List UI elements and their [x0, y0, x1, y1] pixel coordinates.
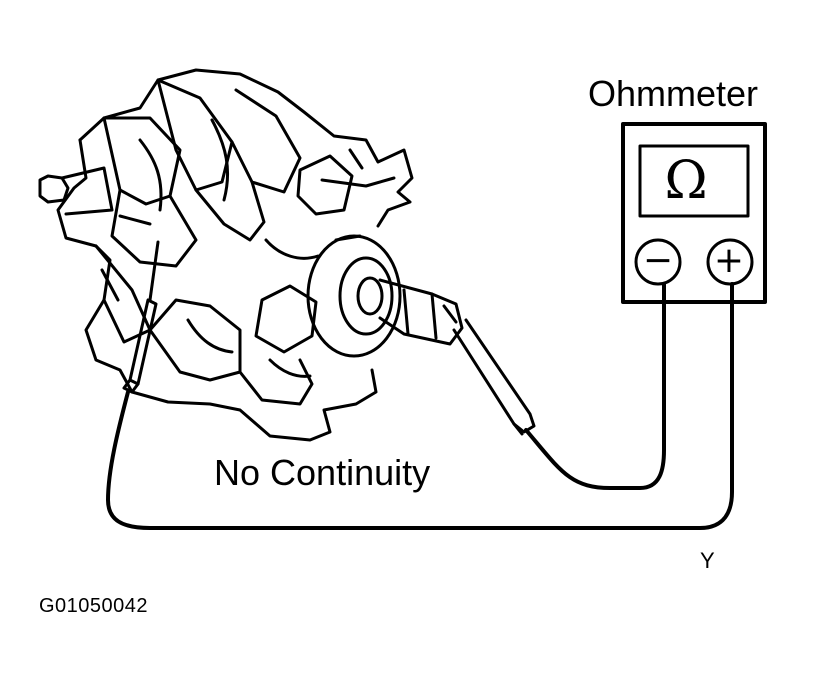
ohm-symbol: Ω	[664, 151, 708, 211]
negative-terminal: −	[642, 240, 674, 281]
alternator-rotor-icon	[38, 68, 464, 442]
wire-color-label: Y	[700, 548, 715, 573]
negative-test-lead	[524, 282, 666, 490]
ohmmeter-label: Ohmmeter	[588, 73, 759, 114]
ohmmeter-icon	[621, 122, 767, 304]
test-probe-icon	[452, 318, 536, 436]
figure-code: G01050042	[39, 595, 149, 617]
positive-test-lead	[106, 282, 734, 530]
positive-terminal: +	[713, 240, 745, 281]
result-label: No Continuity	[214, 452, 431, 493]
